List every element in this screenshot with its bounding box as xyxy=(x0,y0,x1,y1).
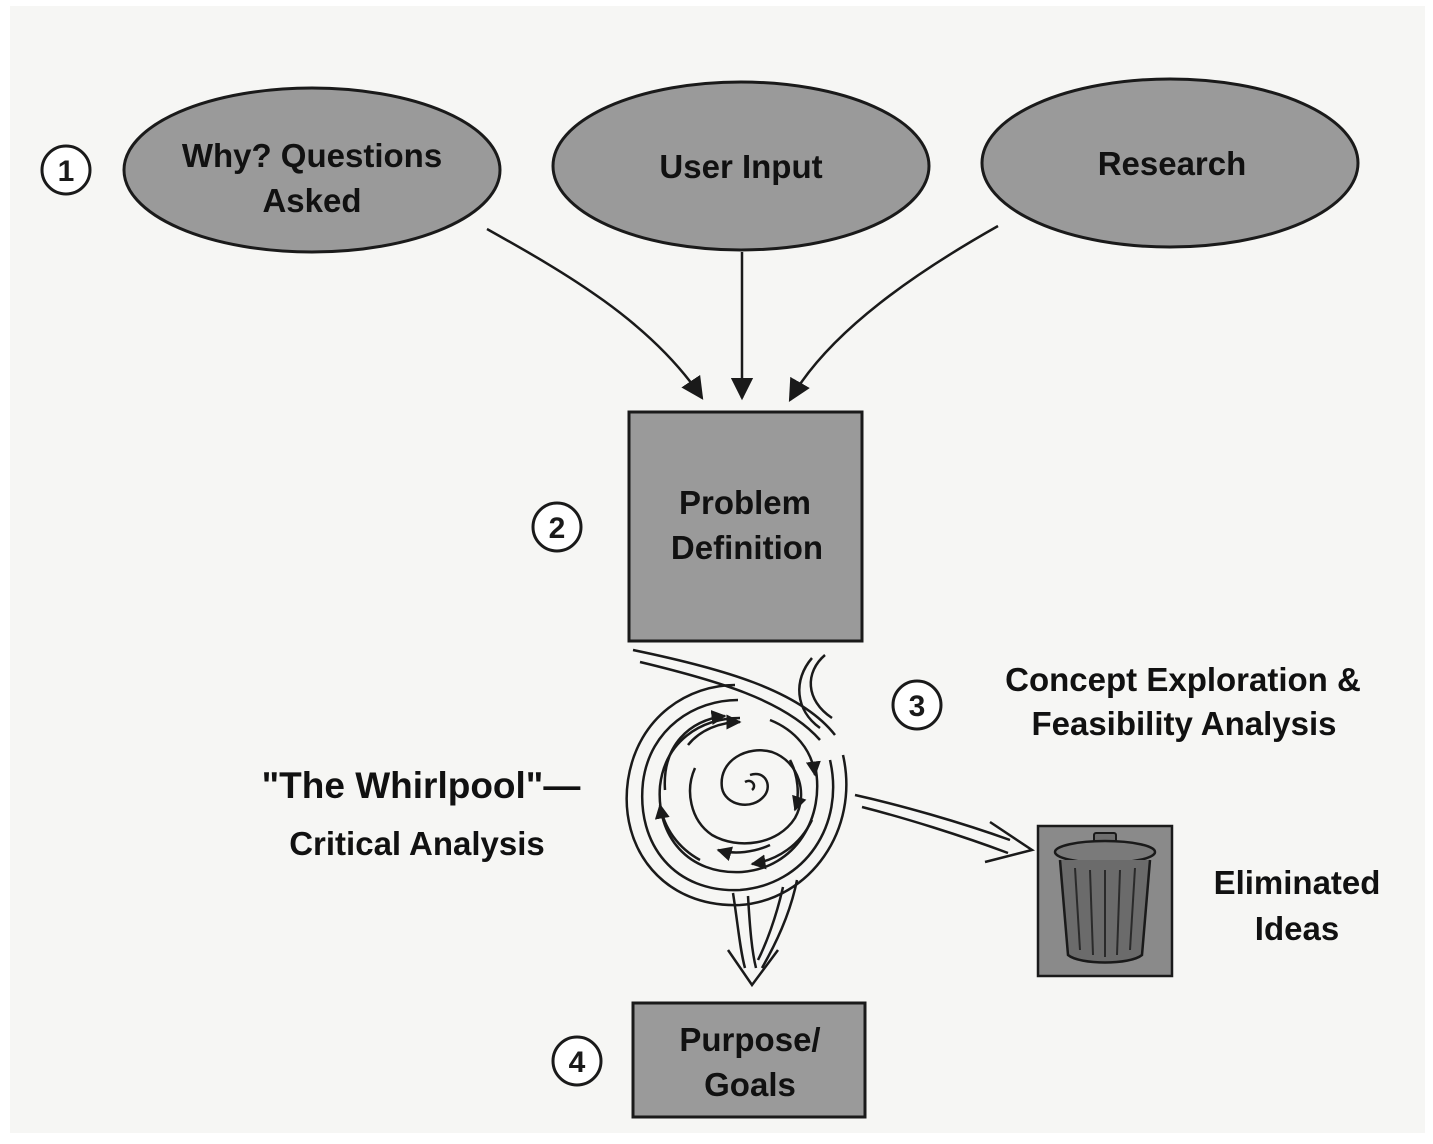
svg-text:1: 1 xyxy=(58,155,75,188)
whirlpool-spiral-icon xyxy=(625,648,1011,969)
research-ellipse: Research xyxy=(980,77,1360,249)
why-questions-ellipse: Why? Questions Asked xyxy=(122,86,502,254)
purpose-label-2: Goals xyxy=(704,1066,796,1103)
problem-label-2: Definition xyxy=(671,529,823,566)
concept-label-2: Feasibility Analysis xyxy=(1031,705,1336,742)
trash-can-icon xyxy=(1036,824,1174,978)
whirlpool-label-1: "The Whirlpool"— xyxy=(262,765,581,806)
concept-label-1: Concept Exploration & xyxy=(1005,661,1361,698)
purpose-goals-box: Purpose/ Goals xyxy=(631,1001,867,1119)
user-input-ellipse: User Input xyxy=(551,80,931,252)
why-questions-label-1: Why? Questions xyxy=(182,137,442,174)
eliminated-arrowhead xyxy=(984,820,1036,864)
step-1-marker: 1 xyxy=(40,144,92,196)
eliminated-label-2: Ideas xyxy=(1255,910,1339,947)
problem-label-1: Problem xyxy=(679,484,811,521)
purpose-arrowhead xyxy=(726,949,780,988)
svg-text:4: 4 xyxy=(569,1046,586,1079)
arrow-why-to-problem xyxy=(486,227,704,400)
purpose-label-1: Purpose/ xyxy=(679,1021,820,1058)
whirlpool-label-2: Critical Analysis xyxy=(289,825,545,862)
research-label: Research xyxy=(1098,145,1247,182)
user-input-label: User Input xyxy=(659,148,822,185)
step-3-marker: 3 xyxy=(891,679,943,731)
arrow-research-to-problem xyxy=(788,224,999,402)
svg-text:3: 3 xyxy=(909,690,926,723)
why-questions-label-2: Asked xyxy=(262,182,361,219)
problem-definition-box: Problem Definition xyxy=(627,410,864,643)
eliminated-label-1: Eliminated xyxy=(1214,864,1381,901)
svg-text:2: 2 xyxy=(549,512,566,545)
step-2-marker: 2 xyxy=(531,501,583,553)
step-4-marker: 4 xyxy=(551,1035,603,1087)
